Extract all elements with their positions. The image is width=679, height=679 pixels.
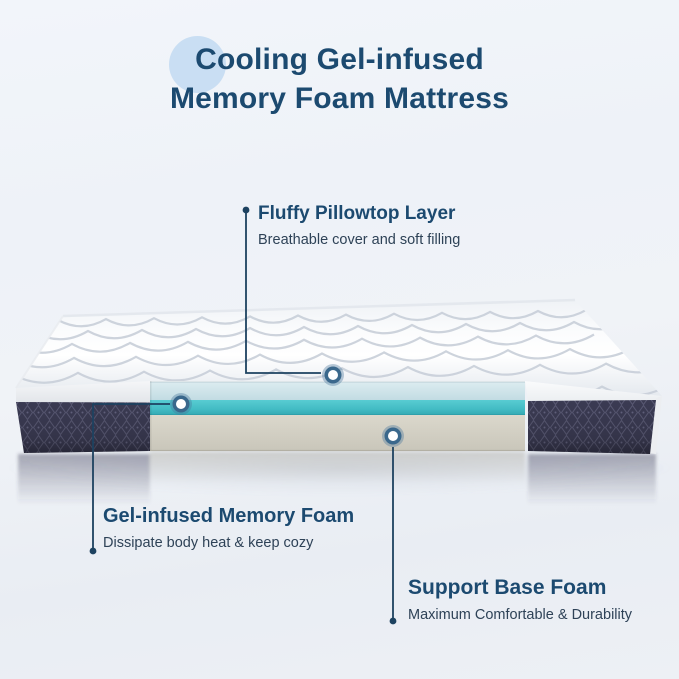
callout-end-dots [89,206,397,625]
pillowtop-callout-line [245,210,321,374]
callout-support-title: Support Base Foam [408,576,607,599]
pillowtop-layer-cross-section [150,382,525,400]
side-panels [16,400,656,454]
callout-connectors [92,210,394,618]
accent-circle-decoration [169,36,226,93]
quilt-seam-row [16,361,662,384]
gel-callout-line [92,403,170,548]
callout-gel: Gel-infused Memory Foam Dissipate body h… [103,505,354,552]
support-callout-dot [389,617,397,625]
gel-hotspot-marker [170,393,192,415]
right-side-cover [525,381,662,403]
page-title: Cooling Gel-infused Memory Foam Mattress [0,40,679,118]
quilt-seam-row [16,333,595,354]
quilt-seam-row [33,320,629,341]
quilted-top-surface [15,298,662,396]
callout-support: Support Base Foam Maximum Comfortable & … [408,576,632,624]
quilt-seam-row [16,347,633,369]
gel-layer-cross-section [150,400,525,415]
quilt-seam-row [57,309,587,328]
base-foam-cross-section [150,415,525,451]
callout-pillowtop-subtitle: Breathable cover and soft filling [258,231,461,248]
support-hotspot-marker [382,425,404,447]
floor-reflection [5,440,675,504]
gel-callout-dot [89,547,97,555]
pillowtop-hotspot-marker [322,364,344,386]
callout-pillowtop-title: Fluffy Pillowtop Layer [258,203,456,224]
pillowtop-callout-dot [242,206,250,214]
callout-gel-subtitle: Dissipate body heat & keep cozy [103,535,314,551]
mattress-cross-section [149,378,525,452]
page-title-line2: Memory Foam Mattress [169,82,510,115]
callout-gel-title: Gel-infused Memory Foam [103,505,355,527]
callout-pillowtop: Fluffy Pillowtop Layer Breathable cover … [258,203,460,249]
page-title-line1: Cooling Gel-infused [195,43,484,76]
callout-support-subtitle: Maximum Comfortable & Durability [408,607,633,624]
